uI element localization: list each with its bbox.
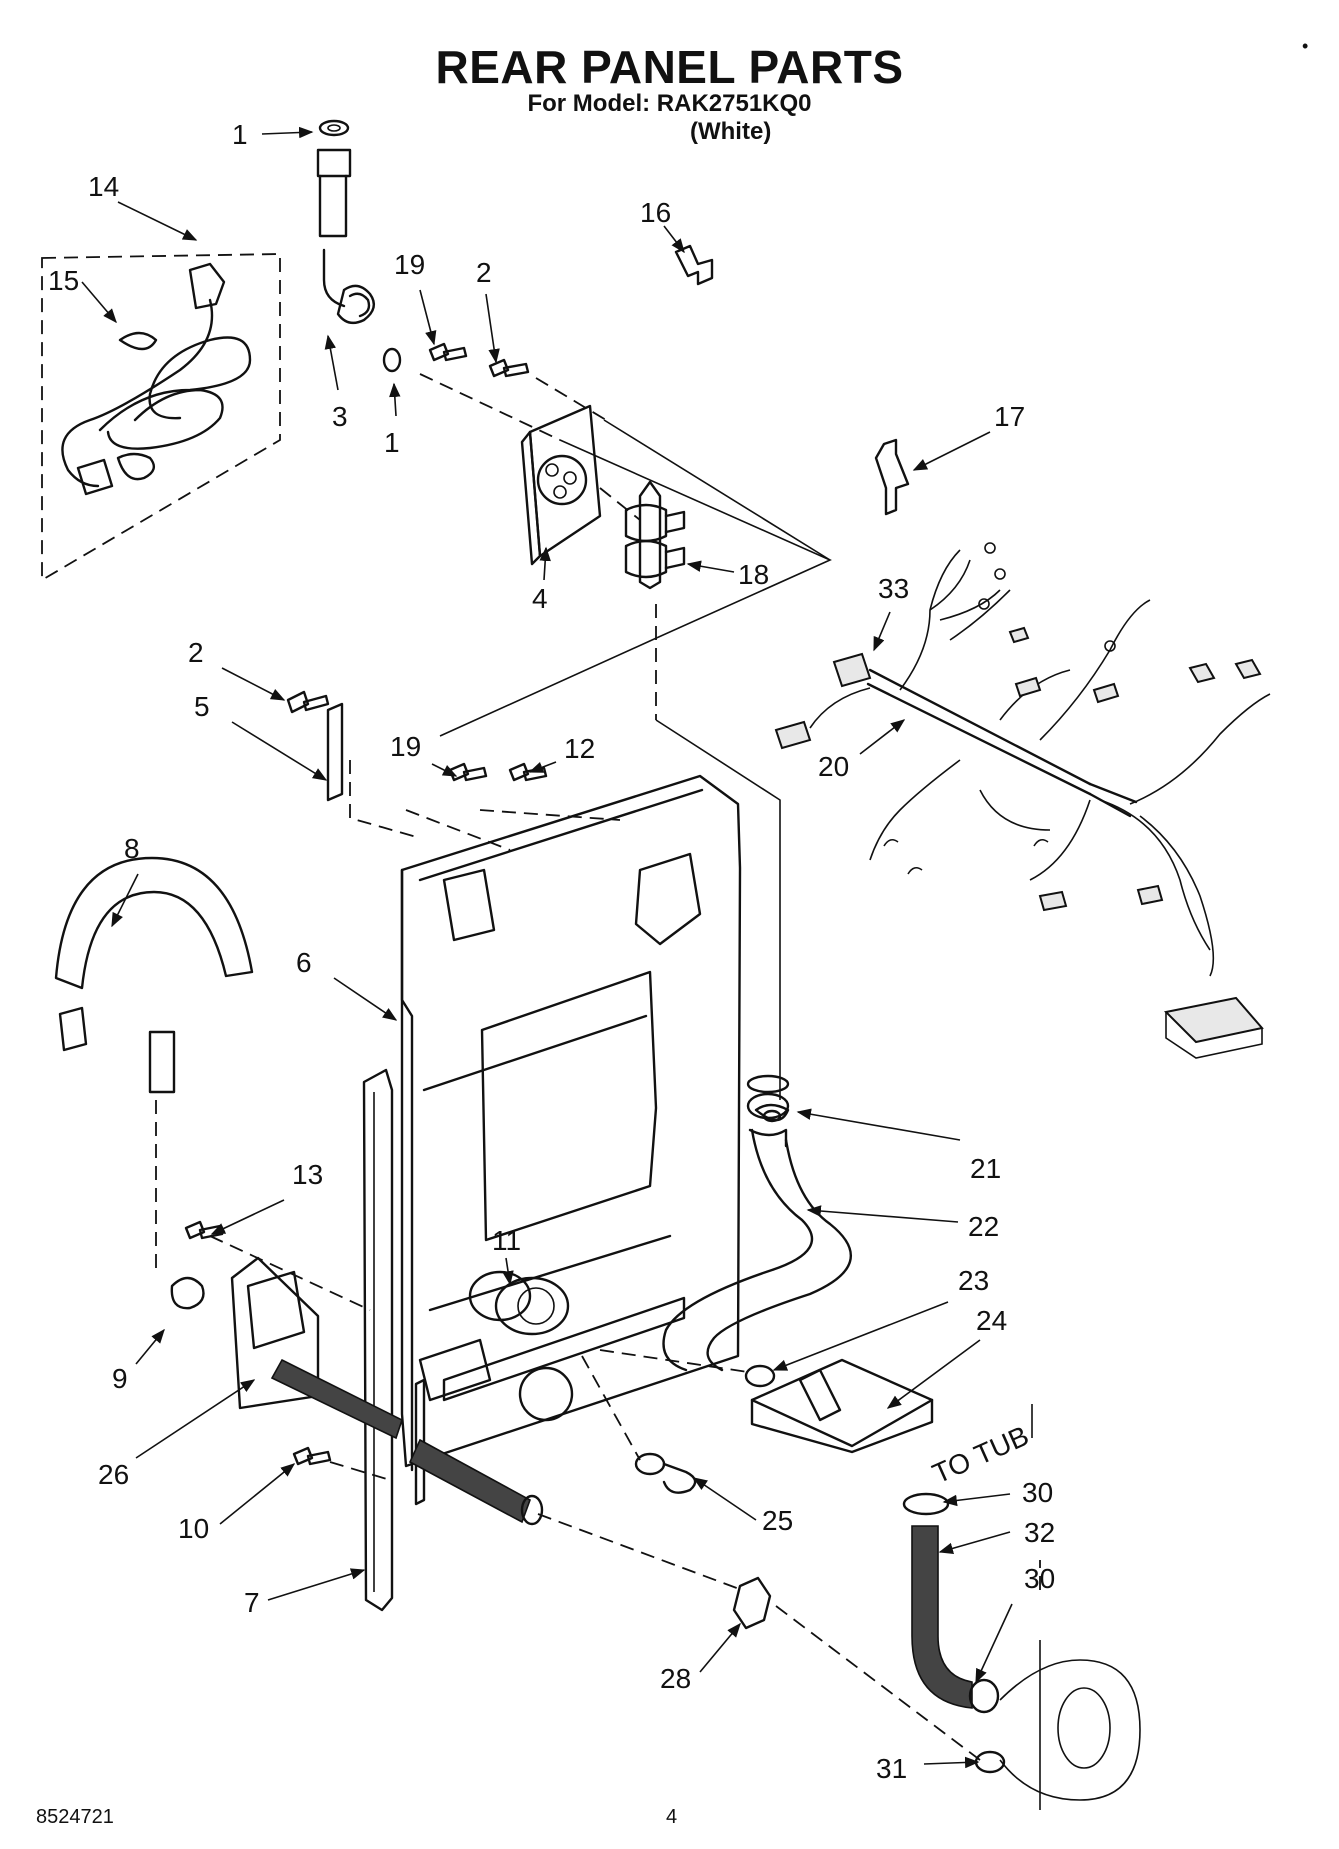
callout-26: 26 xyxy=(98,1459,129,1490)
model-line: For Model: RAK2751KQ0 xyxy=(527,90,812,117)
screw-10 xyxy=(292,1446,332,1466)
to-tub-label: TO TUB xyxy=(928,1420,1033,1490)
wire-harness xyxy=(774,542,1271,1059)
drain-bracket-26 xyxy=(230,1256,320,1410)
clip-17 xyxy=(874,438,910,516)
callout-20: 20 xyxy=(818,751,849,782)
rear-panel xyxy=(400,774,742,1506)
clip-16 xyxy=(674,244,714,286)
callout-labels: 1 14 15 3 1 19 2 16 17 4 18 33 2 5 19 12… xyxy=(48,119,1055,1784)
callout-17: 17 xyxy=(994,401,1025,432)
callout-2: 2 xyxy=(188,637,204,668)
corner-mark: • xyxy=(1302,36,1309,56)
callout-19: 19 xyxy=(390,731,421,762)
hose-clamp-9 xyxy=(170,1276,205,1310)
callout-1: 1 xyxy=(384,427,400,458)
pressure-switch xyxy=(468,1270,570,1336)
callout-31: 31 xyxy=(876,1753,907,1784)
page-number: 4 xyxy=(666,1806,678,1828)
color-line: (White) xyxy=(690,118,772,145)
callout-30: 30 xyxy=(1022,1477,1053,1508)
callout-6: 6 xyxy=(296,947,312,978)
callout-5: 5 xyxy=(194,691,210,722)
callout-15: 15 xyxy=(48,265,79,296)
bracket-24 xyxy=(744,1358,934,1454)
callout-11: 11 xyxy=(492,1225,521,1256)
callout-14: 14 xyxy=(88,171,119,202)
callout-33: 33 xyxy=(878,573,909,604)
callout-13: 13 xyxy=(292,1159,323,1190)
clip-28 xyxy=(732,1576,772,1630)
page-title: REAR PANEL PARTS xyxy=(435,41,904,93)
callout-4: 4 xyxy=(532,583,548,614)
callout-28: 28 xyxy=(660,1663,691,1694)
bracket-5 xyxy=(286,690,344,802)
callout-2: 2 xyxy=(476,257,492,288)
clamp-21 xyxy=(746,1074,790,1094)
inlet-bracket xyxy=(520,404,602,566)
callout-10: 10 xyxy=(178,1513,209,1544)
callout-22: 22 xyxy=(968,1211,999,1242)
tub-hose-32 xyxy=(902,1492,1141,1810)
drain-hose xyxy=(270,1358,544,1526)
callout-7: 7 xyxy=(244,1587,260,1618)
fill-hose-22 xyxy=(662,1092,852,1372)
callout-18: 18 xyxy=(738,559,769,590)
callout-16: 16 xyxy=(640,197,671,228)
top-screws xyxy=(428,342,530,378)
callout-8: 8 xyxy=(124,833,140,864)
callout-3: 3 xyxy=(332,401,348,432)
callout-32: 32 xyxy=(1024,1517,1055,1548)
side-trim xyxy=(362,1068,394,1612)
screw-13 xyxy=(184,1220,224,1240)
plug-25 xyxy=(518,1366,697,1494)
water-valve xyxy=(624,480,686,590)
callout-25: 25 xyxy=(762,1505,793,1536)
callout-24: 24 xyxy=(976,1305,1007,1336)
callout-12: 12 xyxy=(564,733,595,764)
callout-21: 21 xyxy=(970,1153,1001,1184)
callout-19: 19 xyxy=(394,249,425,280)
callout-9: 9 xyxy=(112,1363,128,1394)
callout-23: 23 xyxy=(958,1265,989,1296)
assembly-lines xyxy=(155,373,1041,1761)
callout-30: 30 xyxy=(1024,1563,1055,1594)
doc-number: 8524721 xyxy=(36,1806,114,1828)
leader-arrows xyxy=(81,126,1033,1769)
power-cord-kit xyxy=(41,253,281,582)
inlet-hose xyxy=(316,119,402,373)
drain-hose-form xyxy=(54,856,254,1094)
callout-1: 1 xyxy=(232,119,248,150)
